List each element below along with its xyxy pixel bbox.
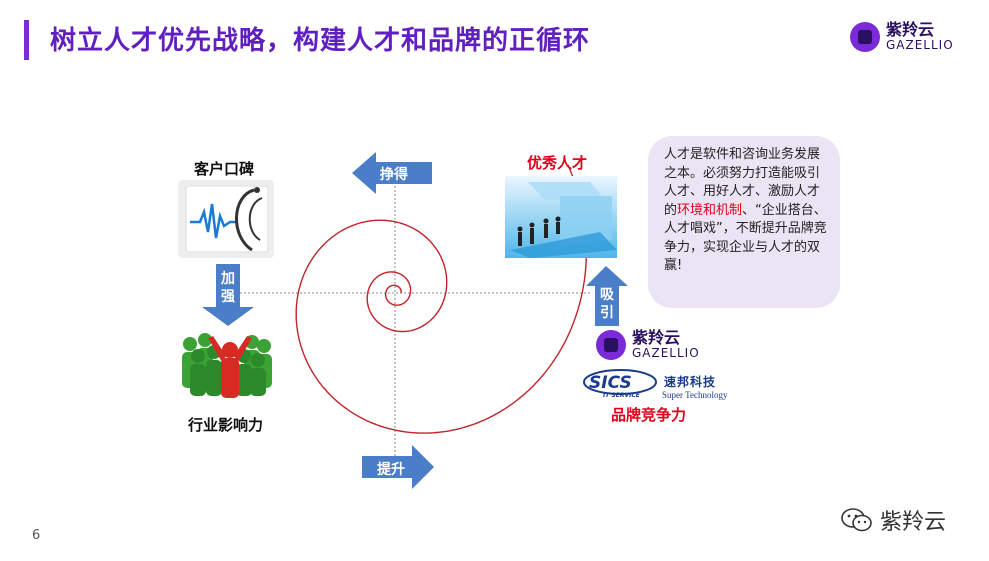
- brand-gazellio-logo: 紫羚云 GAZELLIO: [596, 328, 700, 361]
- attract-label: 吸引: [594, 286, 620, 322]
- strengthen-label: 加强: [215, 270, 241, 306]
- page-number: 6: [32, 528, 41, 543]
- reputation-label: 客户口碑: [194, 160, 255, 178]
- improve-label: 提升: [377, 462, 405, 478]
- brand-label: 品牌竞争力: [611, 406, 687, 424]
- watermark: 紫羚云: [840, 504, 946, 536]
- crowd-icon: [182, 333, 272, 398]
- title-accent-bar: [24, 20, 29, 60]
- sics-sub-text: Super Technology: [662, 390, 728, 400]
- spiral-curve: [295, 164, 588, 434]
- sics-text: SICS: [589, 373, 632, 393]
- strengthen-arrow: [202, 264, 254, 326]
- talent-image: [505, 176, 617, 258]
- logo-cn-text: 紫羚云: [886, 20, 935, 40]
- brand-logo-icon: [596, 330, 626, 360]
- earn-label: 挣得: [380, 167, 408, 183]
- callout-highlight: 环境和机制: [677, 202, 743, 218]
- callout-text-part1: 人才是软件和咨询业务发展之本。必须努力打造能吸引人才、用好人才、激励人才的: [664, 147, 821, 218]
- attract-label-text: 吸引: [600, 287, 614, 321]
- reputation-icon: [178, 180, 274, 258]
- earn-arrow: [352, 152, 432, 194]
- callout-text-part2: 、“企业搭台、人才唱戏”，不断提升品牌竞争力，实现企业与人才的双赢!: [664, 202, 827, 274]
- page-title: 树立人才优先战略，构建人才和品牌的正循环: [50, 26, 591, 56]
- talent-label: 优秀人才: [527, 154, 588, 172]
- gazellio-logo-icon: [850, 22, 880, 52]
- callout-box: [648, 136, 840, 308]
- strengthen-label-text: 加强: [221, 271, 235, 305]
- logo-en-text: GAZELLIO: [886, 38, 954, 53]
- sics-service-text: IT SERVICE: [603, 392, 640, 399]
- wechat-icon: [841, 508, 872, 532]
- watermark-text: 紫羚云: [880, 510, 947, 535]
- brand-logo-en: GAZELLIO: [632, 346, 700, 361]
- callout-text: 人才是软件和咨询业务发展之本。必须努力打造能吸引人才、用好人才、激励人才的环境和…: [664, 146, 832, 276]
- sics-logo: [583, 369, 657, 395]
- improve-arrow: [362, 445, 434, 489]
- header-logo: 紫羚云 GAZELLIO: [850, 20, 954, 53]
- attract-arrow: [586, 266, 628, 326]
- brand-logo-cn: 紫羚云: [632, 328, 681, 348]
- industry-label: 行业影响力: [188, 416, 264, 434]
- sics-cn-text: 速邦科技: [664, 375, 717, 389]
